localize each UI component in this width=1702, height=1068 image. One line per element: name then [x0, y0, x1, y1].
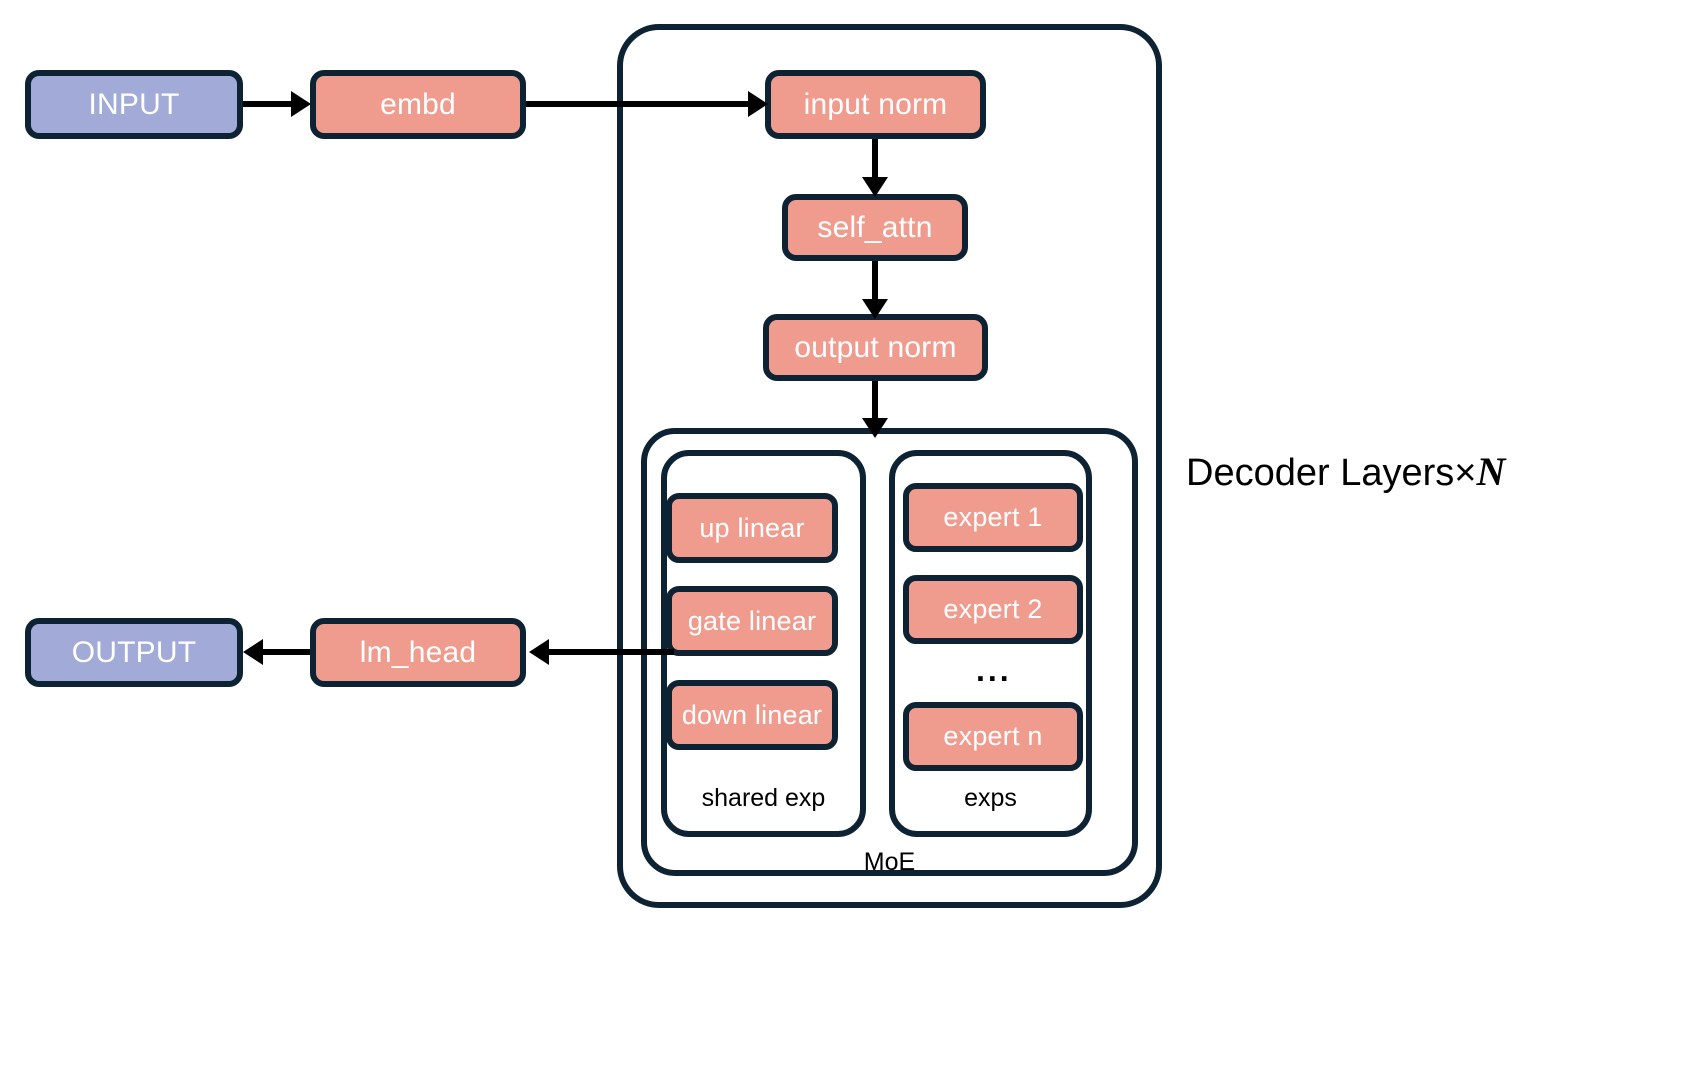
arrowhead-output-norm-to-moe [862, 418, 888, 438]
connector-output-norm-to-moe [872, 381, 878, 429]
node-output[interactable]: OUTPUT [25, 618, 243, 687]
node-input-norm[interactable]: input norm [765, 70, 986, 139]
shared-exp-caption: shared exp [701, 784, 826, 812]
decoder-layers-container [617, 24, 1162, 908]
exps-caption: exps [964, 784, 1017, 812]
decoder-layers-label-text: Decoder Layers× [1186, 452, 1477, 494]
arrowhead-input-norm-to-self-attn [862, 177, 888, 197]
connector-input-norm-to-self-attn [872, 139, 878, 185]
connector-decoder-to-lm-head [549, 649, 674, 655]
connector-input-to-embd [243, 101, 291, 107]
arrowhead-lm-head-to-output [243, 639, 263, 665]
expert-ellipsis-label: ... [976, 652, 1012, 688]
node-gate-linear[interactable]: gate linear [666, 586, 838, 656]
arrowhead-decoder-to-lm-head [529, 639, 549, 665]
decoder-layers-count: N [1476, 449, 1506, 494]
shared-exp-container [661, 450, 866, 837]
connector-lm-head-to-output [263, 649, 310, 655]
arrowhead-input-to-embd [291, 91, 311, 117]
arrowhead-self-attn-to-output-norm [862, 299, 888, 319]
node-input[interactable]: INPUT [25, 70, 243, 139]
exps-container [889, 450, 1092, 837]
node-embd[interactable]: embd [310, 70, 526, 139]
node-expert-n[interactable]: expert n [903, 702, 1083, 771]
decoder-layers-label: Decoder Layers×N [1186, 448, 1505, 495]
arrowhead-embd-to-input-norm [748, 91, 768, 117]
node-self-attn[interactable]: self_attn [782, 194, 968, 261]
node-expert-2[interactable]: expert 2 [903, 575, 1083, 644]
node-expert-1[interactable]: expert 1 [903, 483, 1083, 552]
node-down-linear[interactable]: down linear [666, 680, 838, 750]
connector-embd-to-input-norm [526, 101, 756, 107]
node-lm-head[interactable]: lm_head [310, 618, 526, 687]
moe-caption: MoE [863, 848, 916, 876]
node-output-norm[interactable]: output norm [763, 314, 988, 381]
node-up-linear[interactable]: up linear [666, 493, 838, 563]
connector-self-attn-to-output-norm [872, 261, 878, 308]
